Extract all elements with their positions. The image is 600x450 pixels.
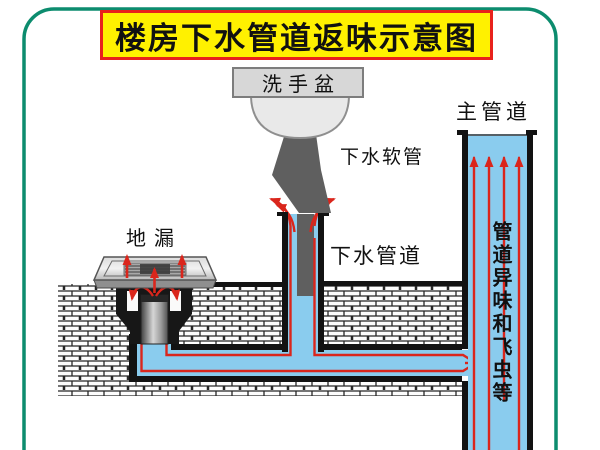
- odor-up-arrows: [469, 156, 524, 450]
- label-washbasin: 洗手盆: [262, 72, 340, 96]
- odor-escape-arrows: [122, 254, 187, 293]
- page-frame-border: [22, 7, 558, 450]
- drain-hose: [272, 127, 331, 213]
- hose-inside-pipe: [297, 214, 314, 296]
- basin-bowl: [249, 96, 351, 140]
- floor-drain-assembly: [92, 254, 218, 345]
- main-pipe: [457, 130, 537, 450]
- washbasin-assembly: [232, 67, 364, 213]
- page-title: 楼房下水管道返味示意图: [100, 10, 493, 60]
- drain-pipe: [140, 197, 479, 373]
- label-main-pipe: 主管道: [456, 100, 531, 124]
- label-odor-vertical: 管道异味和飞虫等: [489, 221, 513, 405]
- odor-trap-cup: [140, 294, 169, 345]
- label-drain-hose: 下水软管: [340, 146, 425, 168]
- label-drain-pipe: 下水管道: [330, 244, 422, 268]
- label-floor-drain: 地漏: [126, 226, 182, 250]
- basin-counter: [232, 67, 364, 98]
